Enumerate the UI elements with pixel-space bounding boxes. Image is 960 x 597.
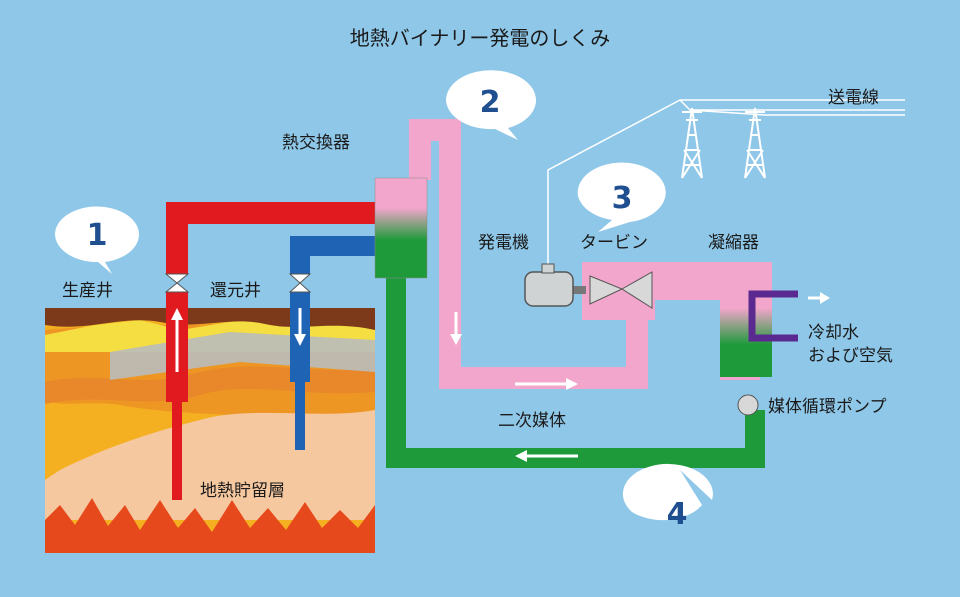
tower-icon [681, 107, 703, 179]
label-condenser: 凝縮器 [708, 233, 759, 253]
label-cooling-water: 冷却水 [808, 323, 859, 343]
ground-layer-beige [45, 410, 375, 520]
production-pipe-upper [166, 202, 188, 274]
valve-icon [288, 282, 312, 293]
label-reservoir: 地熱貯留層 [200, 481, 285, 501]
step-bubble-1: 1 [55, 206, 139, 274]
hot-water-pipe-top [170, 202, 385, 224]
step-number: 3 [612, 181, 633, 216]
label-secondary-medium: 二次媒体 [498, 411, 566, 431]
turbine-blade [589, 275, 624, 305]
step-number: 2 [480, 85, 501, 120]
power-cable [547, 99, 905, 264]
reinjection-well-bore [295, 380, 305, 450]
production-well-bore [172, 400, 182, 500]
label-power-line: 送電線 [828, 88, 879, 108]
tower-icon [744, 107, 766, 179]
green-return-pipe [386, 278, 765, 468]
arrow-icon [294, 334, 306, 346]
generator-unit [524, 99, 905, 307]
label-production-well: 生産井 [62, 281, 113, 301]
turbine-blade [621, 271, 653, 309]
diagram-title: 地熱バイナリー発電のしくみ [350, 26, 610, 50]
step-bubble-4: 4 [622, 463, 713, 532]
step-number: 1 [87, 218, 108, 253]
secondary-medium-loop [374, 119, 830, 468]
step-number: 4 [667, 497, 688, 532]
condenser [720, 262, 772, 377]
step-bubble-3: 3 [577, 162, 666, 232]
speech-bubble-icon [55, 206, 139, 274]
reinjection-pipe-upper [290, 236, 310, 274]
underground-section [45, 308, 375, 553]
arrow-icon [566, 378, 578, 390]
generator-shaft [572, 286, 586, 294]
pink-vapor-pipe [409, 119, 648, 389]
arrow-icon [820, 292, 830, 304]
step-bubble-2: 2 [446, 70, 536, 140]
return-pipe-top [290, 236, 385, 256]
valve-icon [288, 273, 312, 284]
arrow-icon [171, 308, 183, 320]
label-reinjection-well: 還元井 [210, 281, 261, 301]
heat-exchanger [374, 177, 428, 279]
label-turbine: タービン [580, 233, 648, 253]
label-pump: 媒体循環ポンプ [768, 397, 887, 417]
arrow-icon [450, 334, 462, 345]
magma-flames [45, 498, 375, 553]
speech-bubble-icon [622, 463, 713, 521]
label-and-air: および空気 [808, 346, 893, 366]
label-generator: 発電機 [478, 233, 529, 253]
cooling-coil [748, 290, 798, 342]
arrow-icon [515, 450, 527, 462]
valve-icon [164, 273, 190, 284]
valve-icon [164, 282, 190, 293]
speech-bubble-icon [446, 70, 536, 140]
pump-icon [737, 394, 759, 416]
generator-icon [524, 271, 574, 307]
speech-bubble-icon [577, 162, 666, 232]
production-well [164, 202, 385, 500]
label-heat-exchanger: 熱交換器 [282, 133, 350, 153]
reinjection-well [288, 236, 385, 450]
